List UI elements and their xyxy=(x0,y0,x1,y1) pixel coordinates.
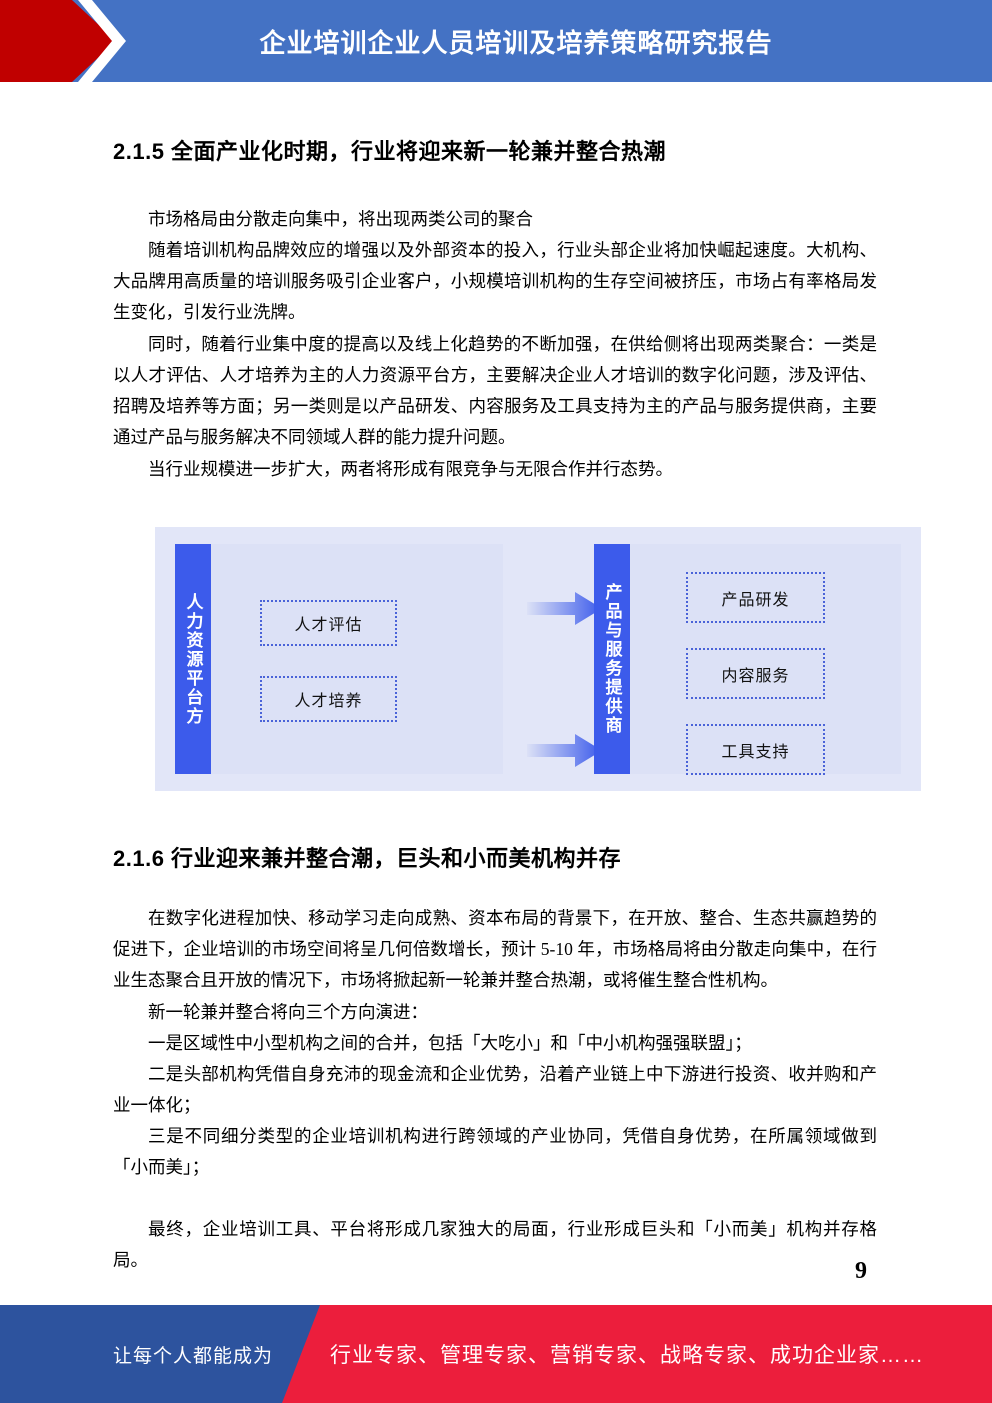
footer-blue-trapezoid xyxy=(0,1305,320,1403)
paragraph-two-aggregations: 同时，随着行业集中度的提高以及线上化趋势的不断加强，在供给侧将出现两类聚合：一类… xyxy=(113,334,877,447)
flow-arrow-top xyxy=(527,592,602,625)
paragraph-three-directions-intro: 新一轮兼并整合将向三个方向演进： xyxy=(148,1002,428,1022)
paragraph-direction-two: 二是头部机构凭借自身充沛的现金流和企业优势，沿着产业链上中下游进行投资、收并购和… xyxy=(113,1064,877,1115)
paragraph-digital-progress: 在数字化进程加快、移动学习走向成熟、资本布局的背景下，在开放、整合、生态共赢趋势… xyxy=(113,908,877,990)
section-heading-2-1-6: 2.1.6 行业迎来兼并整合潮，巨头和小而美机构并存 xyxy=(113,846,622,871)
page-footer: 让每个人都能成为 行业专家、管理专家、营销专家、战略专家、成功企业家…… xyxy=(0,1305,992,1403)
page-header: 企业培训企业人员培训及培养策略研究报告 xyxy=(0,0,992,86)
section-heading-2-1-5: 2.1.5 全面产业化时期，行业将迎来新一轮兼并整合热潮 xyxy=(113,139,667,164)
paragraph-scale-expansion: 当行业规模进一步扩大，两者将形成有限竞争与无限合作并行态势。 xyxy=(148,459,673,479)
pillar-hr-platform-label: 人力资源平台方 xyxy=(183,592,203,726)
pillar-product-service-provider: 产品与服务提供商 xyxy=(594,544,630,774)
paragraph-direction-three: 三是不同细分类型的企业培训机构进行跨领域的产业协同，凭借自身优势，在所属领域做到… xyxy=(113,1126,877,1177)
diagram-box-talent-development: 人才培养 xyxy=(260,676,397,722)
diagram-box-content-service: 内容服务 xyxy=(686,648,825,699)
page-number: 9 xyxy=(855,1258,867,1284)
report-title: 企业培训企业人员培训及培养策略研究报告 xyxy=(259,27,773,58)
diagram-box-talent-assessment: 人才评估 xyxy=(260,600,397,646)
diagram-panel-right: 产品与服务提供商 产品研发 内容服务 工具支持 xyxy=(594,544,901,775)
footer-slogan-left: 让每个人都能成为 xyxy=(113,1345,274,1367)
diagram-panel-left: 人力资源平台方 人才评估 人才培养 xyxy=(175,544,602,774)
diagram-box-tool-support: 工具支持 xyxy=(686,724,825,775)
paragraph-brand-effect: 随着培训机构品牌效应的增强以及外部资本的投入，行业头部企业将加快崛起速度。大机构… xyxy=(113,240,877,322)
paragraph-conclusion: 最终，企业培训工具、平台将形成几家独大的局面，行业形成巨头和「小而美」机构并存格… xyxy=(113,1219,877,1270)
pillar-hr-platform: 人力资源平台方 xyxy=(175,544,211,774)
footer-slogan-right: 行业专家、管理专家、营销专家、战略专家、成功企业家…… xyxy=(330,1344,924,1367)
diagram-box-product-rnd: 产品研发 xyxy=(686,572,825,623)
pillar-product-service-provider-label: 产品与服务提供商 xyxy=(602,583,622,735)
paragraph-market-structure: 市场格局由分散走向集中，将出现两类公司的聚合 xyxy=(148,209,533,229)
paragraph-direction-one: 一是区域性中小型机构之间的合并，包括「大吃小」和「中小机构强强联盟」； xyxy=(148,1033,752,1053)
aggregation-diagram: 人力资源平台方 人才评估 人才培养 xyxy=(155,527,921,791)
flow-arrow-bottom xyxy=(527,734,602,767)
header-blue-band xyxy=(0,0,992,82)
